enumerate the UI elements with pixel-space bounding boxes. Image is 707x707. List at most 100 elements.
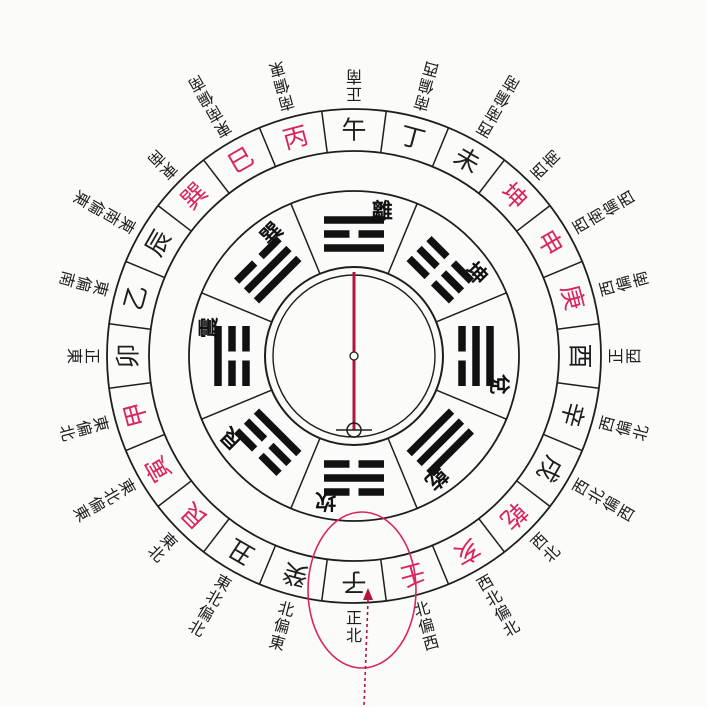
trigram-name: 震 (196, 316, 221, 338)
yin-line (228, 326, 236, 352)
yin-line (458, 360, 466, 386)
direction-label: 西偏北 (596, 414, 652, 443)
direction-char: 東 (267, 632, 287, 654)
yin-line (324, 230, 350, 238)
direction-char: 偏 (73, 273, 95, 293)
direction-char: 東 (90, 414, 112, 434)
yin-line (228, 360, 236, 386)
mountain-divider (203, 518, 230, 553)
direction-label: 南偏西 (412, 58, 441, 114)
direction-char: 北 (346, 626, 362, 645)
yang-line (486, 326, 494, 386)
ring-0 (106, 108, 602, 604)
direction-label: 正東 (65, 348, 102, 364)
direction-char: 南 (276, 92, 296, 114)
mountain-label: 丑 (223, 533, 259, 571)
mountain-divider (109, 382, 151, 389)
north-pointer-dotted (363, 599, 369, 707)
yin-line (458, 326, 466, 352)
yin-line (416, 245, 440, 270)
mountain-divider (557, 323, 599, 330)
direction-label: 東北 (144, 529, 181, 566)
mountain-label: 巽 (175, 177, 213, 215)
yin-line (406, 255, 430, 280)
direction-label: 北偏東 (267, 598, 296, 654)
mountain-label: 甲 (118, 399, 152, 431)
trigram-坎 (324, 460, 384, 496)
mountain-label: 子 (341, 568, 366, 597)
north-highlight-oval (307, 511, 417, 669)
needle-pivot (349, 351, 359, 361)
yin-line (324, 488, 350, 496)
direction-char: 西 (596, 414, 618, 434)
mountain-divider (516, 480, 551, 507)
direction-label: 東南 (144, 146, 181, 183)
inner-ring-outer (264, 266, 444, 446)
yang-line (214, 326, 222, 386)
direction-char: 北 (56, 423, 78, 443)
direction-char: 南 (346, 67, 362, 86)
direction-char: 東 (65, 348, 84, 364)
yin-line (258, 235, 282, 260)
yin-line (430, 280, 455, 304)
mountain-label: 酉 (566, 343, 595, 368)
direction-char: 東 (90, 278, 112, 298)
direction-label: 東偏北 (56, 414, 112, 443)
yin-line (243, 418, 268, 442)
yin-line (233, 428, 258, 452)
mountain-label: 庚 (555, 282, 589, 314)
mountain-label: 癸 (280, 557, 312, 591)
trigram-巽 (233, 235, 302, 304)
yang-line (253, 408, 302, 457)
yin-line (440, 270, 465, 294)
yang-line (426, 428, 475, 477)
mountain-divider (321, 111, 328, 153)
yin-line (358, 460, 384, 468)
trigram-divider (201, 389, 273, 420)
mountain-label: 丁 (397, 120, 429, 154)
trigram-divider (290, 203, 321, 275)
direction-char: 北 (412, 598, 432, 620)
trigram-divider (387, 437, 418, 509)
trigram-divider (290, 437, 321, 509)
direction-char: 正 (346, 85, 362, 104)
trigram-name: 兌 (487, 374, 512, 395)
mountain-label: 坤 (495, 177, 533, 215)
mountain-divider (380, 111, 387, 153)
yin-line (426, 235, 450, 260)
yang-line (472, 326, 480, 386)
ring-2 (188, 190, 520, 522)
direction-char: 西 (421, 632, 441, 654)
mountain-divider (258, 545, 277, 585)
direction-label: 西偏南 (596, 269, 652, 298)
direction-char: 南 (56, 269, 78, 289)
trigram-divider (387, 203, 418, 275)
direction-char: 偏 (271, 615, 291, 637)
mountain-divider (109, 323, 151, 330)
mountain-label: 丙 (280, 120, 312, 154)
direction-char: 正 (607, 348, 626, 364)
yin-line (233, 260, 258, 284)
direction-char: 東 (267, 58, 287, 80)
mountain-divider (258, 127, 277, 167)
mountain-divider (516, 205, 551, 232)
direction-label: 北偏西 (412, 598, 441, 654)
yin-line (324, 460, 350, 468)
mountain-divider (543, 260, 583, 279)
trigram-name: 乾 (420, 462, 453, 495)
trigram-乾 (406, 408, 475, 477)
trigram-兌 (458, 326, 494, 386)
direction-char: 偏 (271, 75, 291, 97)
mountain-label: 巳 (223, 141, 259, 179)
trigram-divider (435, 292, 507, 323)
mountain-divider (380, 559, 387, 601)
direction-char: 西 (624, 348, 643, 364)
direction-char: 偏 (73, 418, 95, 438)
mountain-label: 申 (531, 225, 569, 261)
